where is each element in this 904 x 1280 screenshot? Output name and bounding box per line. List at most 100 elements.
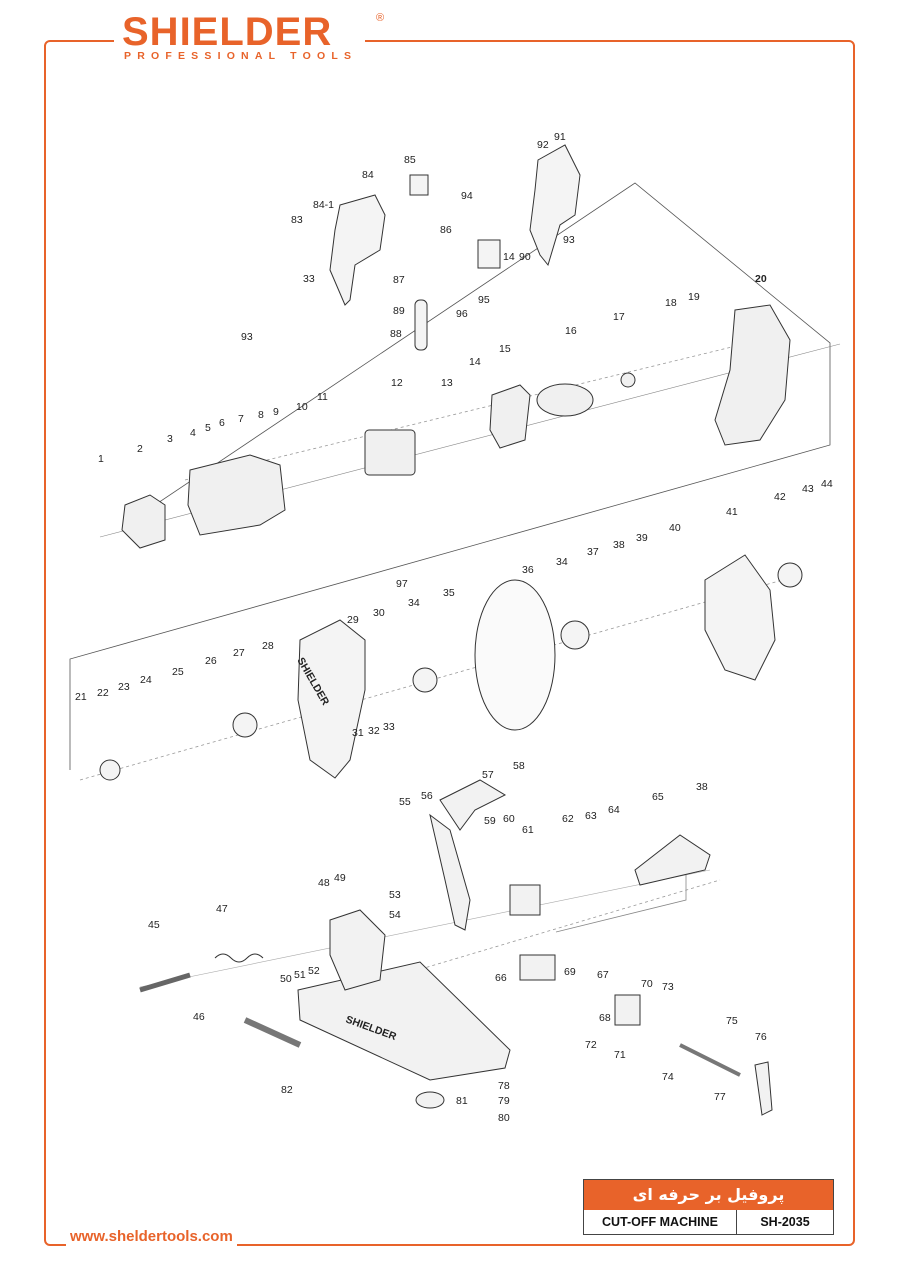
part-label: 10 [296, 401, 308, 413]
part-label: 16 [565, 325, 577, 337]
part-label: 47 [216, 903, 228, 915]
part-label: 24 [140, 674, 152, 686]
carry-handle [439, 779, 507, 831]
part-label: 58 [513, 760, 525, 772]
part-label: 1 [98, 453, 104, 465]
part-label: 18 [665, 297, 677, 309]
handle-right-half [529, 144, 581, 267]
switch-block [477, 239, 501, 269]
part-label: 89 [393, 305, 405, 317]
handle-76 [754, 1061, 773, 1116]
part-label: 66 [495, 972, 507, 984]
part-label: 23 [118, 681, 130, 693]
brand-logo: SHIELDER ® PROFESSIONAL TOOLS [114, 12, 384, 62]
handle-left-half [329, 194, 386, 306]
part-label: 60 [503, 813, 515, 825]
part-label: 90 [519, 251, 531, 263]
part-label: 37 [587, 546, 599, 558]
part-label: 11 [317, 391, 328, 403]
part-label: 42 [774, 491, 786, 503]
motor-housing [187, 454, 286, 536]
part-label: 91 [554, 131, 566, 143]
part-label: 93 [241, 331, 253, 343]
part-label: 25 [172, 666, 184, 678]
part-label: 57 [482, 769, 494, 781]
part-label: 30 [373, 607, 385, 619]
part-label: 56 [421, 790, 433, 802]
part-label: 69 [564, 966, 576, 978]
bearing-bracket [489, 384, 531, 449]
wrench-82 [243, 1017, 302, 1048]
part-label: 33 [383, 721, 395, 733]
part-label: 21 [75, 691, 87, 703]
part-label: 54 [389, 909, 401, 921]
part-label: 79 [498, 1095, 510, 1107]
part-label: 26 [205, 655, 217, 667]
part-label: 88 [390, 328, 402, 340]
part-label: 86 [440, 224, 452, 236]
part-label: 65 [652, 791, 664, 803]
part-labels: 1 2 3 4 5 6 7 8 9 10 11 12 13 14 15 16 1… [75, 131, 833, 1124]
part-label: 72 [585, 1039, 597, 1051]
motor-end-cap [121, 494, 166, 549]
part-label: 73 [662, 981, 674, 993]
plate-42 [777, 562, 803, 588]
title-block: پروفیل بر حرفه ای CUT-OFF MACHINE SH-203… [583, 1179, 834, 1235]
part-label: 61 [522, 824, 534, 836]
part-label: 20 [755, 273, 767, 285]
switch-part [409, 174, 429, 196]
part-label: 48 [318, 877, 330, 889]
part-label: 44 [821, 478, 833, 490]
part-label: 38 [696, 781, 708, 793]
part-label: 45 [148, 919, 160, 931]
part-label: 59 [484, 815, 496, 827]
part-label: 14 [503, 251, 515, 263]
flange-34 [560, 620, 590, 650]
part-label: 43 [802, 483, 814, 495]
part-label: 12 [391, 377, 403, 389]
part-label: 41 [726, 506, 738, 518]
part-label: 14 [469, 356, 481, 368]
part-label: 13 [441, 377, 453, 389]
part-label: 63 [585, 810, 597, 822]
model-number: SH-2035 [760, 1215, 810, 1229]
part-label: 74 [662, 1071, 674, 1083]
part-label: 92 [537, 139, 549, 151]
part-label: 46 [193, 1011, 205, 1023]
part-label: 7 [238, 413, 244, 425]
part-label: 67 [597, 969, 609, 981]
title-persian: پروفیل بر حرفه ای [584, 1180, 833, 1210]
page-frame [44, 40, 855, 1246]
product-name: CUT-OFF MACHINE [584, 1210, 737, 1234]
part-label: 38 [613, 539, 625, 551]
part-label: 2 [137, 443, 143, 455]
part-label: 33 [303, 273, 315, 285]
part-label: 15 [499, 343, 511, 355]
part-label: 34 [556, 556, 568, 568]
lever-56 [429, 813, 471, 931]
part-label: 94 [461, 190, 473, 202]
foot [415, 1091, 445, 1109]
part-label: 64 [608, 804, 620, 816]
part-label: 55 [399, 796, 411, 808]
part-label: 8 [258, 409, 264, 421]
part-label: 95 [478, 294, 490, 306]
part-label: 96 [456, 308, 468, 320]
registered-mark: ® [376, 12, 385, 24]
part-label: 84 [362, 169, 374, 181]
flange-34b [412, 667, 438, 693]
part-label: 31 [352, 727, 364, 739]
part-label: 93 [563, 234, 575, 246]
part-label: 76 [755, 1031, 767, 1043]
part-label: 84-1 [313, 199, 334, 211]
part-label: 85 [404, 154, 416, 166]
pivot-bracket [329, 909, 386, 991]
base-plate [297, 961, 511, 1081]
spindle-75 [679, 1043, 741, 1077]
part-label: 71 [614, 1049, 626, 1061]
part-label: 34 [408, 597, 420, 609]
lower-guard [297, 619, 366, 779]
cutting-disc [474, 579, 556, 731]
part-label: 49 [334, 872, 346, 884]
website-link[interactable]: www.sheldertools.com [66, 1228, 237, 1246]
